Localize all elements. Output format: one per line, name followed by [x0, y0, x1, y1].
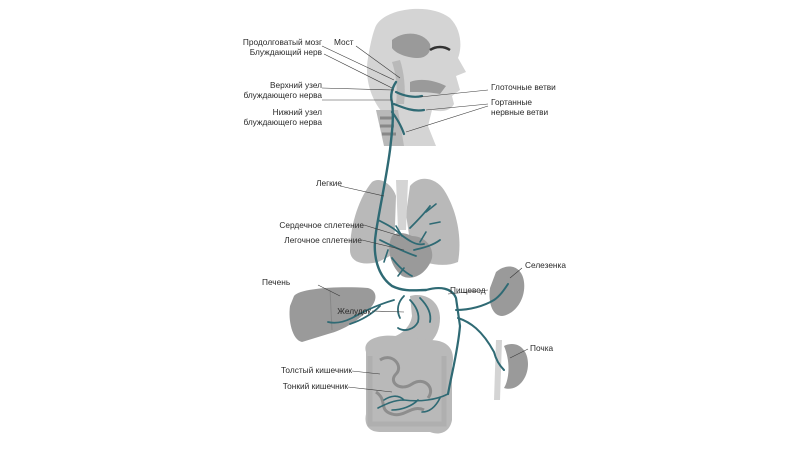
label-inferior-ganglion-line2: блуждающего нерва — [243, 117, 322, 127]
label-esophagus: Пищевод — [450, 285, 486, 295]
label-lungs: Легкие — [316, 178, 342, 188]
kidney-illustration — [494, 340, 528, 400]
leader-lines — [317, 45, 529, 393]
labels: Продолговатый мозг Блуждающий нерв Мост … — [243, 37, 566, 391]
head-illustration — [366, 8, 466, 147]
label-superior-ganglion-line2: блуждающего нерва — [243, 90, 322, 100]
label-vagus-nerve: Блуждающий нерв — [250, 47, 323, 57]
label-spleen: Селезенка — [525, 260, 566, 270]
label-pulmonary-plexus: Легочное сплетение — [284, 235, 362, 245]
label-inferior-ganglion-line1: Нижний узел — [273, 107, 323, 117]
lungs-illustration — [350, 178, 460, 265]
label-pharyngeal-branches: Глоточные ветви — [491, 82, 556, 92]
label-laryngeal-line1: Гортанные — [491, 97, 532, 107]
label-medulla: Продолговатый мозг — [243, 37, 322, 47]
label-cardiac-plexus: Сердечное сплетение — [279, 220, 364, 230]
label-laryngeal-line2: нервные ветви — [491, 107, 549, 117]
label-liver: Печень — [262, 277, 290, 287]
label-kidney: Почка — [530, 343, 554, 353]
label-pons: Мост — [334, 37, 354, 47]
label-small-intestine: Тонкий кишечник — [283, 381, 349, 391]
label-stomach: Желудок — [337, 306, 371, 316]
label-superior-ganglion-line1: Верхний узел — [270, 80, 322, 90]
intestines-illustration — [365, 335, 454, 434]
vagus-nerve-path — [327, 80, 509, 413]
spleen-illustration — [489, 266, 525, 316]
label-colon: Толстый кишечник — [281, 365, 352, 375]
